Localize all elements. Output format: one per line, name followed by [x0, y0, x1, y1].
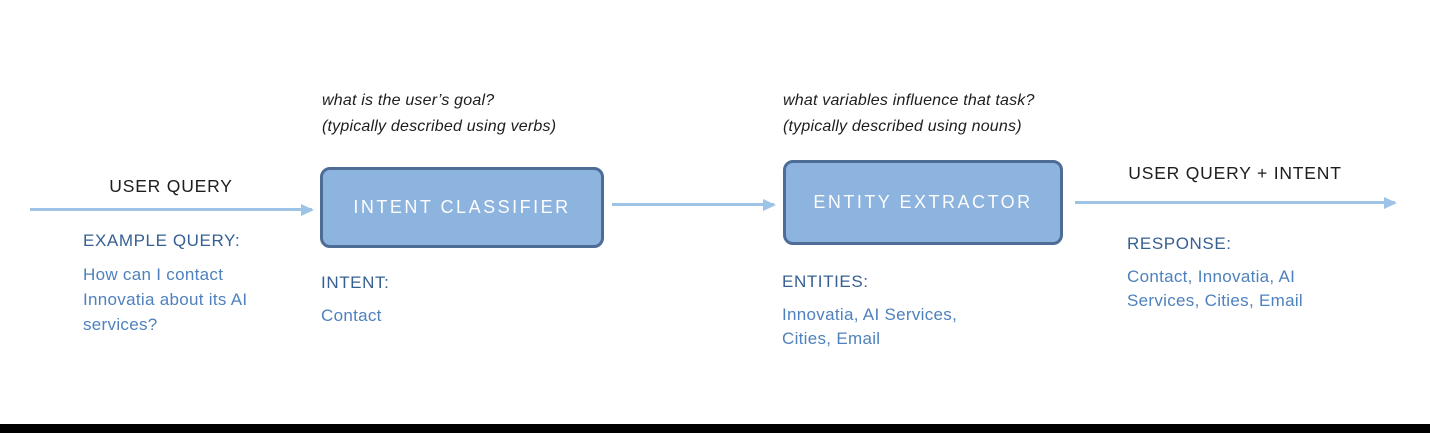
output-flow-arrow: [1075, 201, 1395, 204]
entities-heading: ENTITIES:: [782, 272, 869, 291]
entities-value: Innovatia, AI Services, Cities, Email: [782, 305, 958, 348]
annotation-entity-variables-line2: (typically described using nouns): [783, 118, 1022, 135]
intent-value: Contact: [321, 306, 382, 325]
intent-to-entity-arrow: [612, 203, 774, 206]
user-query-intent-label: USER QUERY + INTENT: [1128, 163, 1342, 183]
example-query-heading: EXAMPLE QUERY:: [83, 231, 241, 250]
entities-result-block: ENTITIES: Innovatia, AI Services, Cities…: [782, 272, 978, 351]
example-query-block: EXAMPLE QUERY: How can I contact Innovat…: [83, 231, 261, 337]
input-flow-arrow: [30, 208, 312, 211]
user-query-label: USER QUERY: [109, 176, 233, 196]
annotation-intent-goal-line2: (typically described using verbs): [322, 118, 557, 135]
entity-extractor-box: ENTITY EXTRACTOR: [783, 160, 1063, 245]
intent-classifier-box: INTENT CLASSIFIER: [320, 167, 604, 248]
annotation-intent-goal-line1: what is the user’s goal?: [322, 92, 495, 109]
response-value: Contact, Innovatia, AI Services, Cities,…: [1127, 267, 1303, 310]
response-heading: RESPONSE:: [1127, 234, 1232, 253]
intent-result-block: INTENT: Contact: [321, 273, 521, 328]
response-block: RESPONSE: Contact, Innovatia, AI Service…: [1127, 234, 1315, 313]
annotation-entity-variables: what variables influence that task? (typ…: [783, 88, 1035, 140]
example-query-text: How can I contact Innovatia about its AI…: [83, 265, 248, 334]
bottom-divider-bar: [0, 424, 1430, 433]
annotation-intent-goal: what is the user’s goal? (typically desc…: [322, 88, 556, 140]
annotation-entity-variables-line1: what variables influence that task?: [783, 92, 1035, 109]
intent-heading: INTENT:: [321, 273, 390, 292]
